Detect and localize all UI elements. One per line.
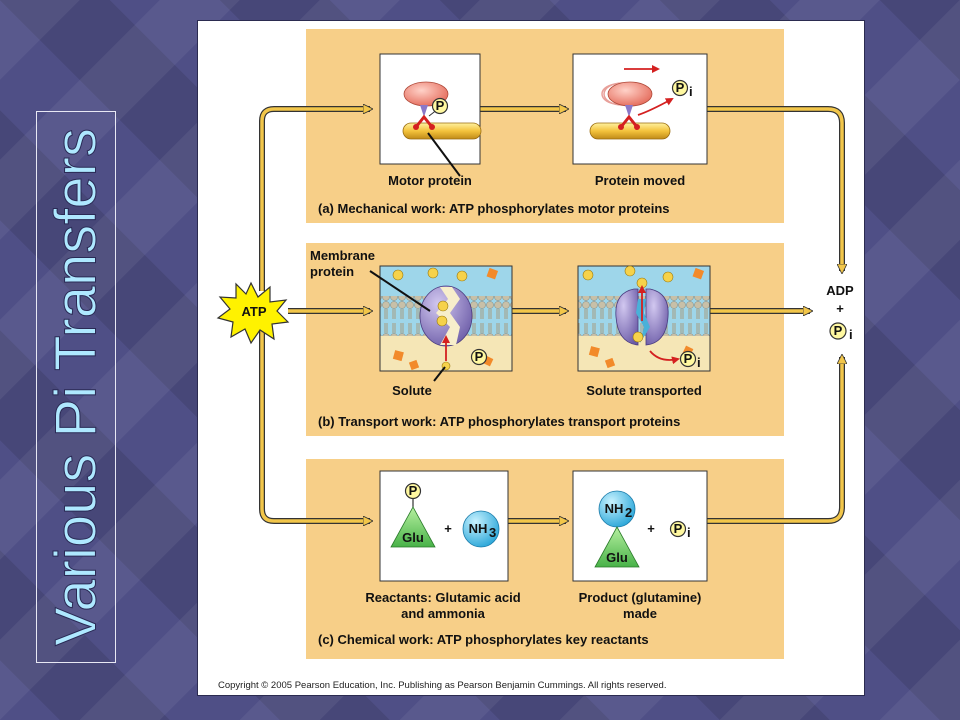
copyright-notice: Copyright © 2005 Pearson Education, Inc.… [218,680,666,691]
phosphate-label-c: P [409,483,418,498]
pi-label-a: P [676,80,685,95]
figure-panel: ATP ADP + P i P P i Motor protein Protei… [197,20,865,696]
atp-work-diagram: ATP ADP + P i P P i Motor protein Protei… [216,29,854,691]
phosphate-circle-a [431,97,449,115]
nh3-sub: 3 [489,525,496,540]
nh2-sub: 2 [625,505,632,520]
phosphate-label-b: P [475,349,484,364]
motor-protein-box [379,53,481,165]
membrane-protein-pointer [369,270,431,312]
motor-protein-illustration [402,81,482,177]
panel-a-background [306,29,784,223]
panel-b-caption: (b) Transport work: ATP phosphorylates t… [318,414,680,429]
reactants-label-line1: Reactants: Glutamic acid [365,590,520,605]
nh2-label: NH [605,501,624,516]
panel-c-caption: (c) Chemical work: ATP phosphorylates ke… [318,632,649,647]
flow-arrows [260,109,842,521]
pi-label-c: P [674,521,683,536]
adp-label: ADP [826,283,854,298]
plus-c-left: + [444,521,452,536]
reactants-label-line2: and ammonia [401,606,486,621]
nh3-ball [462,510,500,548]
product-label-line1: Product (glutamine) [579,590,702,605]
pi-sub-b: i [697,355,701,370]
atp-label: ATP [241,304,266,319]
panel-a-caption: (a) Mechanical work: ATP phosphorylates … [318,201,670,216]
glu-label-left: Glu [402,530,424,545]
pi-label-adp: P [834,323,843,338]
protein-moved-box [572,53,708,165]
phosphate-label-a: P [436,98,445,113]
nh3-label: NH [469,521,488,536]
solute-label: Solute [392,383,432,398]
phosphate-circle-c [404,482,422,500]
solute-transported-label: Solute transported [586,383,702,398]
panel-c-background [306,459,784,659]
pi-label-b: P [684,351,693,366]
glu-triangle-right [594,526,640,568]
glu-triangle-left [390,506,436,548]
atp-starburst [216,281,290,345]
membrane-label-line2: protein [310,264,354,279]
solute-pointer [433,366,446,382]
moved-protein-illustration [589,65,674,140]
pi-circle-b [679,350,697,368]
membrane-box-left [379,265,513,372]
panel-b-background [306,243,784,436]
pi-circle-a [671,79,689,97]
pi-sub-adp: i [849,327,853,342]
membrane-label-line1: Membrane [310,248,375,263]
glu-label-right: Glu [606,550,628,565]
pi-sub-a: i [689,84,693,99]
motor-protein-label: Motor protein [388,173,472,188]
pi-circle-adp [829,322,847,340]
title-frame [36,111,116,663]
pi-circle-c [669,520,687,538]
phosphate-circle-b [470,348,488,366]
membrane-box-right [577,265,711,372]
product-label-line2: made [623,606,657,621]
plus-label: + [836,301,844,316]
slide-title: Various Pi Transfers [43,128,109,647]
protein-moved-label: Protein moved [595,173,685,188]
pi-sub-c: i [687,525,691,540]
plus-c-right: + [647,521,655,536]
